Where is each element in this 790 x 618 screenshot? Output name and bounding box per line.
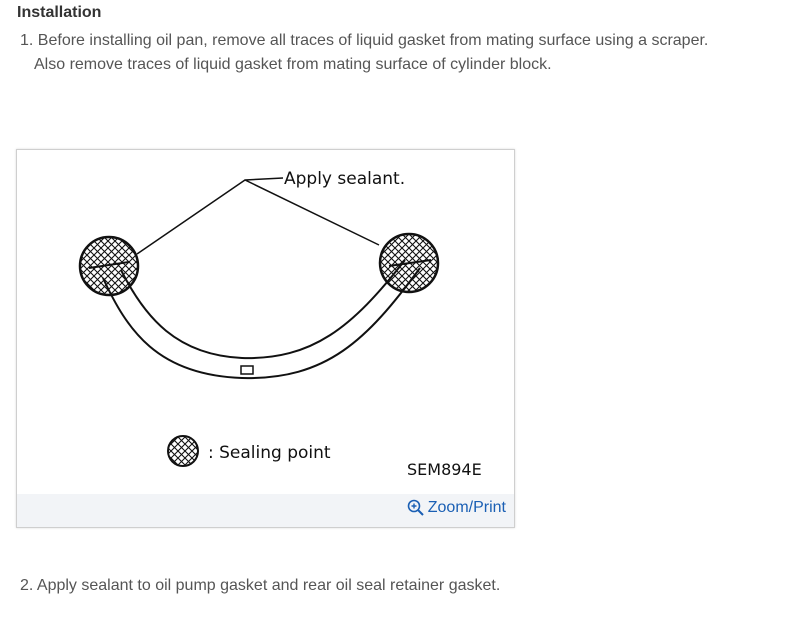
section-heading: Installation — [17, 4, 102, 21]
callout-label: Apply sealant. — [284, 169, 405, 189]
gasket-outer-edge — [102, 267, 421, 380]
gasket-inner-edge — [120, 259, 406, 360]
figure-footer: Zoom/Print — [17, 494, 514, 527]
legend-label: : Sealing point — [208, 443, 331, 463]
figure-code: SEM894E — [407, 460, 482, 479]
gasket-tab — [240, 365, 254, 375]
zoom-in-icon — [407, 499, 424, 516]
zoom-print-link[interactable]: Zoom/Print — [407, 499, 506, 517]
figure-sealant-diagram: Apply sealant. : Sealing point SEM894E Z… — [16, 149, 515, 528]
step-1-text-line1: Before installing oil pan, remove all tr… — [37, 32, 709, 49]
step-1-number: 1. — [20, 32, 34, 49]
step-2-number: 2. — [20, 577, 34, 594]
step-1-text-line2: Also remove traces of liquid gasket from… — [34, 56, 552, 73]
gasket-diagram: Apply sealant. : Sealing point SEM894E — [78, 169, 482, 479]
step-1: 1. Before installing oil pan, remove all… — [20, 29, 790, 77]
step-2-text: Apply sealant to oil pump gasket and rea… — [36, 577, 501, 594]
zoom-print-label: Zoom/Print — [427, 499, 506, 516]
legend-symbol — [167, 435, 199, 467]
callout-line — [136, 177, 380, 255]
step-2: 2. Apply sealant to oil pump gasket and … — [20, 577, 500, 595]
